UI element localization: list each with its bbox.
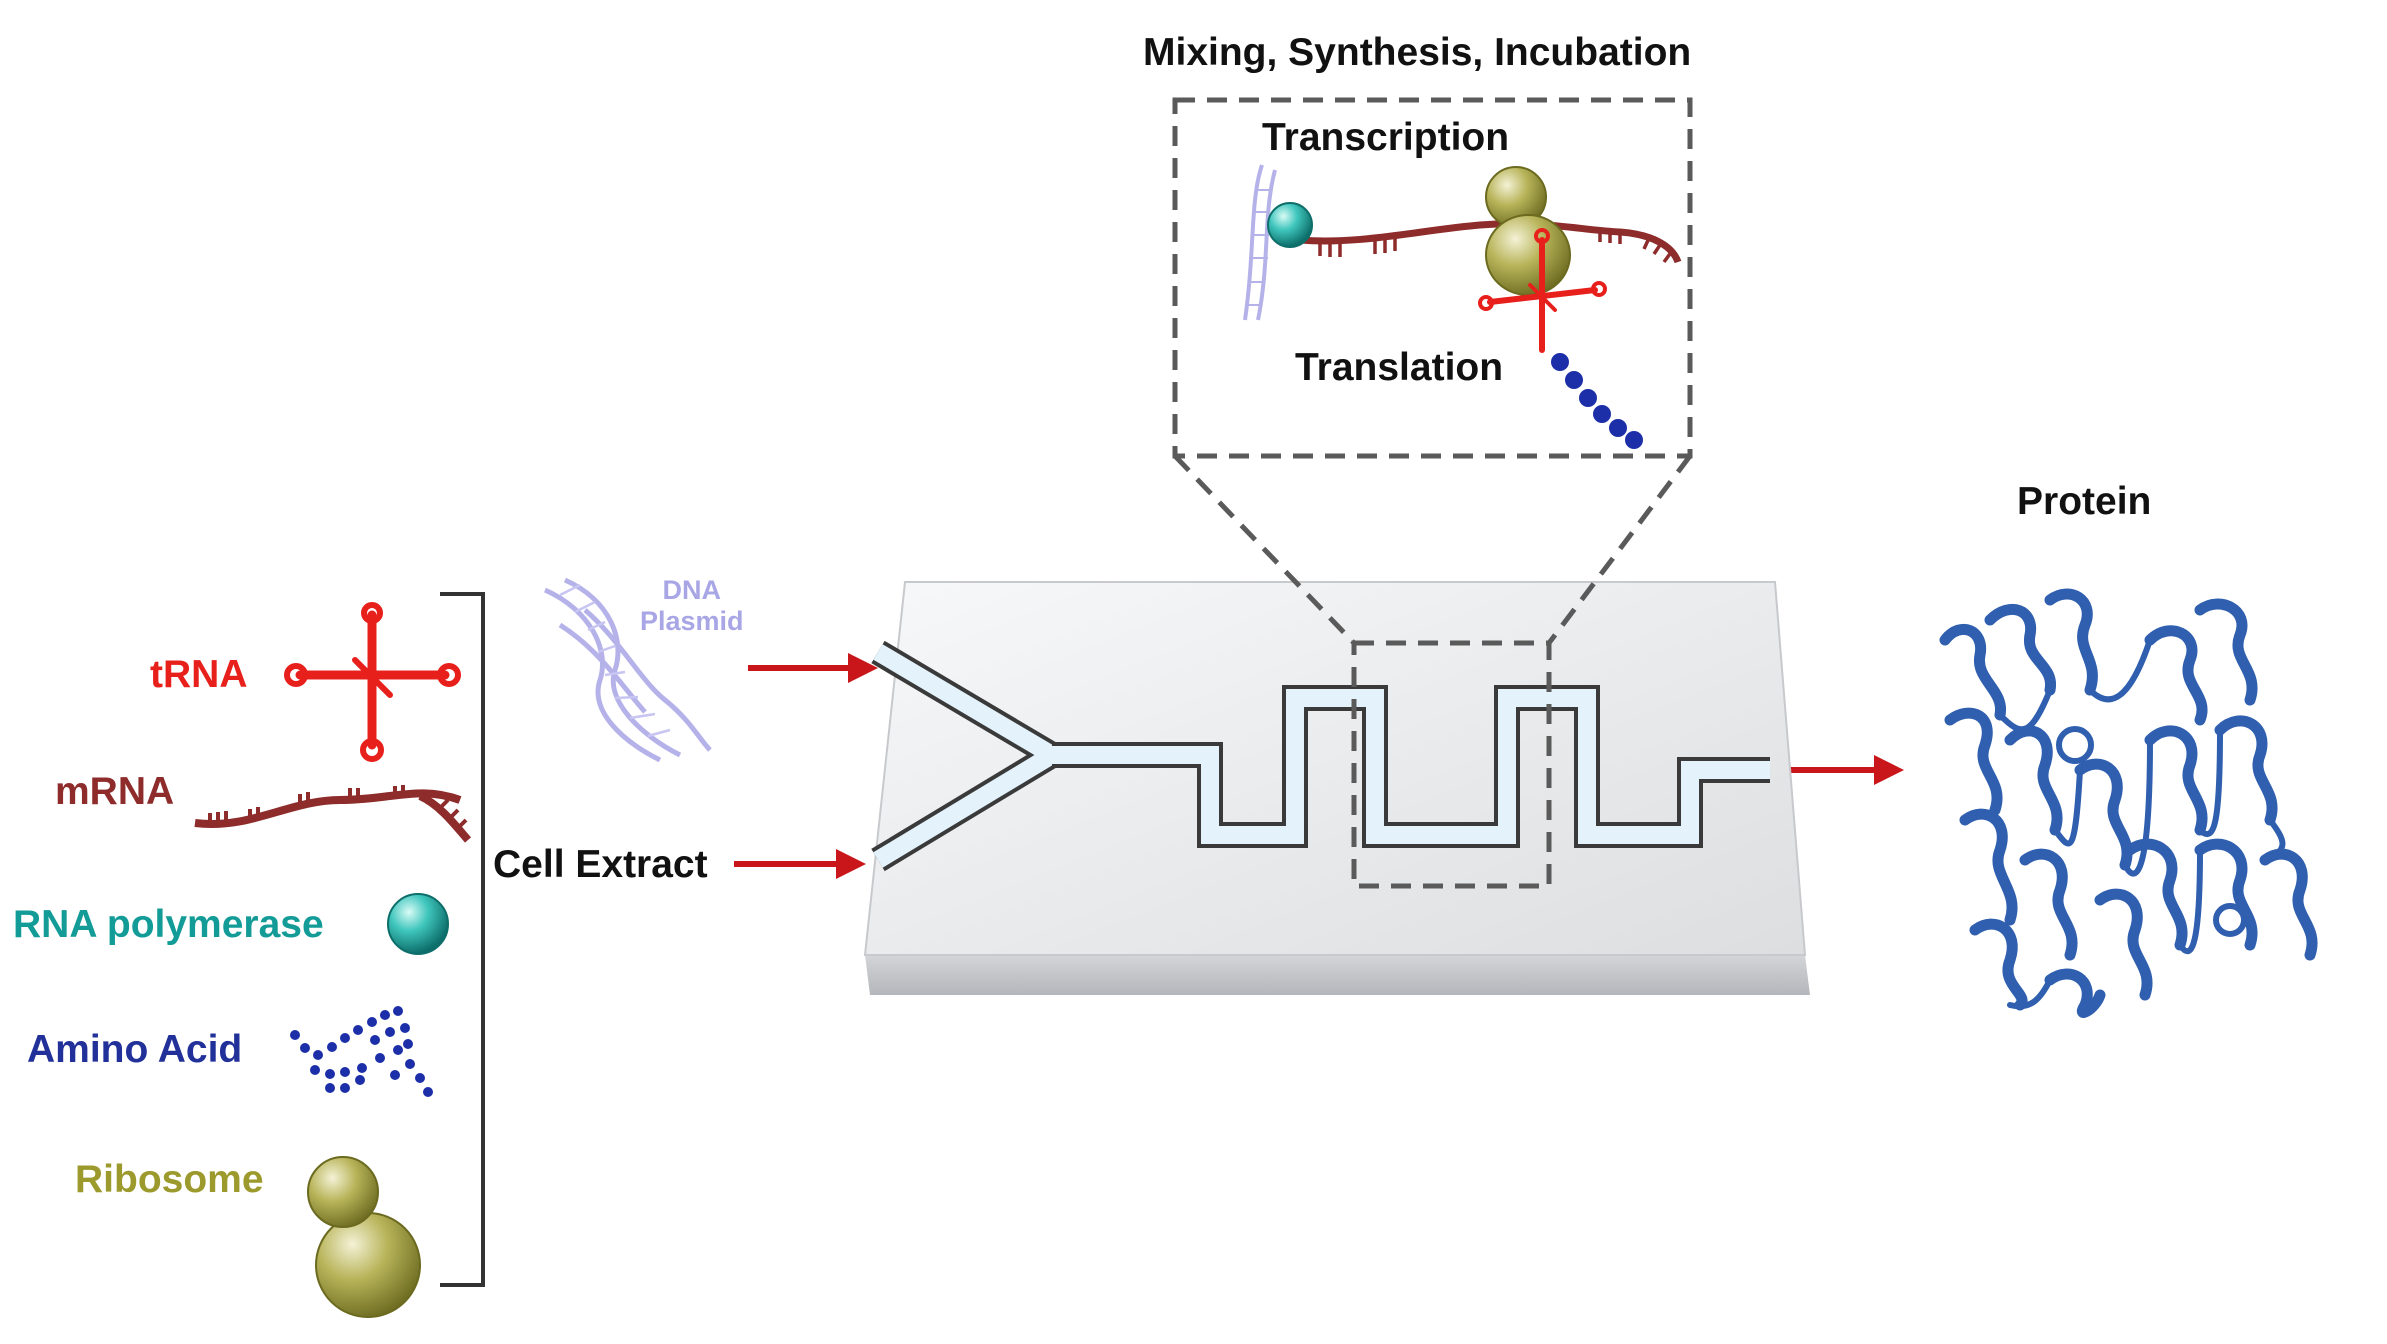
zoom-region: [1351, 640, 1552, 889]
dna-plasmid-label: DNA Plasmid: [640, 575, 744, 637]
zoom-connector-left: [1173, 454, 1356, 645]
microfluidic-chip: [863, 581, 1810, 995]
mrna-label: mRNA: [55, 770, 175, 813]
inset-dna-icon: [1243, 164, 1277, 321]
microchannel: [871, 640, 1770, 872]
rna-polymerase-icon: [387, 893, 449, 955]
inset-rna-polymerase-icon: [1267, 202, 1313, 248]
inset-ribosome-icon: [1485, 166, 1571, 296]
dna-plasmid-label-line1: DNA: [662, 575, 722, 605]
trna-label: tRNA: [150, 653, 248, 696]
ribosome-label: Ribosome: [75, 1158, 264, 1201]
inset-box: [1172, 97, 1693, 459]
dna-plasmid-label-line2: Plasmid: [640, 606, 744, 637]
transcription-label: Transcription: [1262, 116, 1510, 159]
amino-acid-icon: [290, 1006, 433, 1097]
protein-structure-icon: [1939, 588, 2318, 1018]
inset-peptide-chain-icon: [1551, 353, 1643, 449]
dna-plasmid-icon: [543, 577, 712, 763]
trna-icon: [284, 602, 461, 762]
translation-label: Translation: [1295, 346, 1504, 389]
mrna-icon: [194, 785, 472, 843]
amino-acid-label: Amino Acid: [27, 1028, 243, 1071]
components-bracket: [440, 592, 485, 1287]
zoom-connector-right: [1547, 454, 1692, 645]
rna-polymerase-label: RNA polymerase: [13, 903, 324, 946]
cell-extract-label: Cell Extract: [493, 843, 708, 886]
ribosome-icon: [307, 1156, 421, 1318]
inset-trna-icon: [1478, 228, 1607, 353]
protein-label: Protein: [2017, 480, 2152, 523]
inset-title: Mixing, Synthesis, Incubation: [1143, 31, 1692, 74]
